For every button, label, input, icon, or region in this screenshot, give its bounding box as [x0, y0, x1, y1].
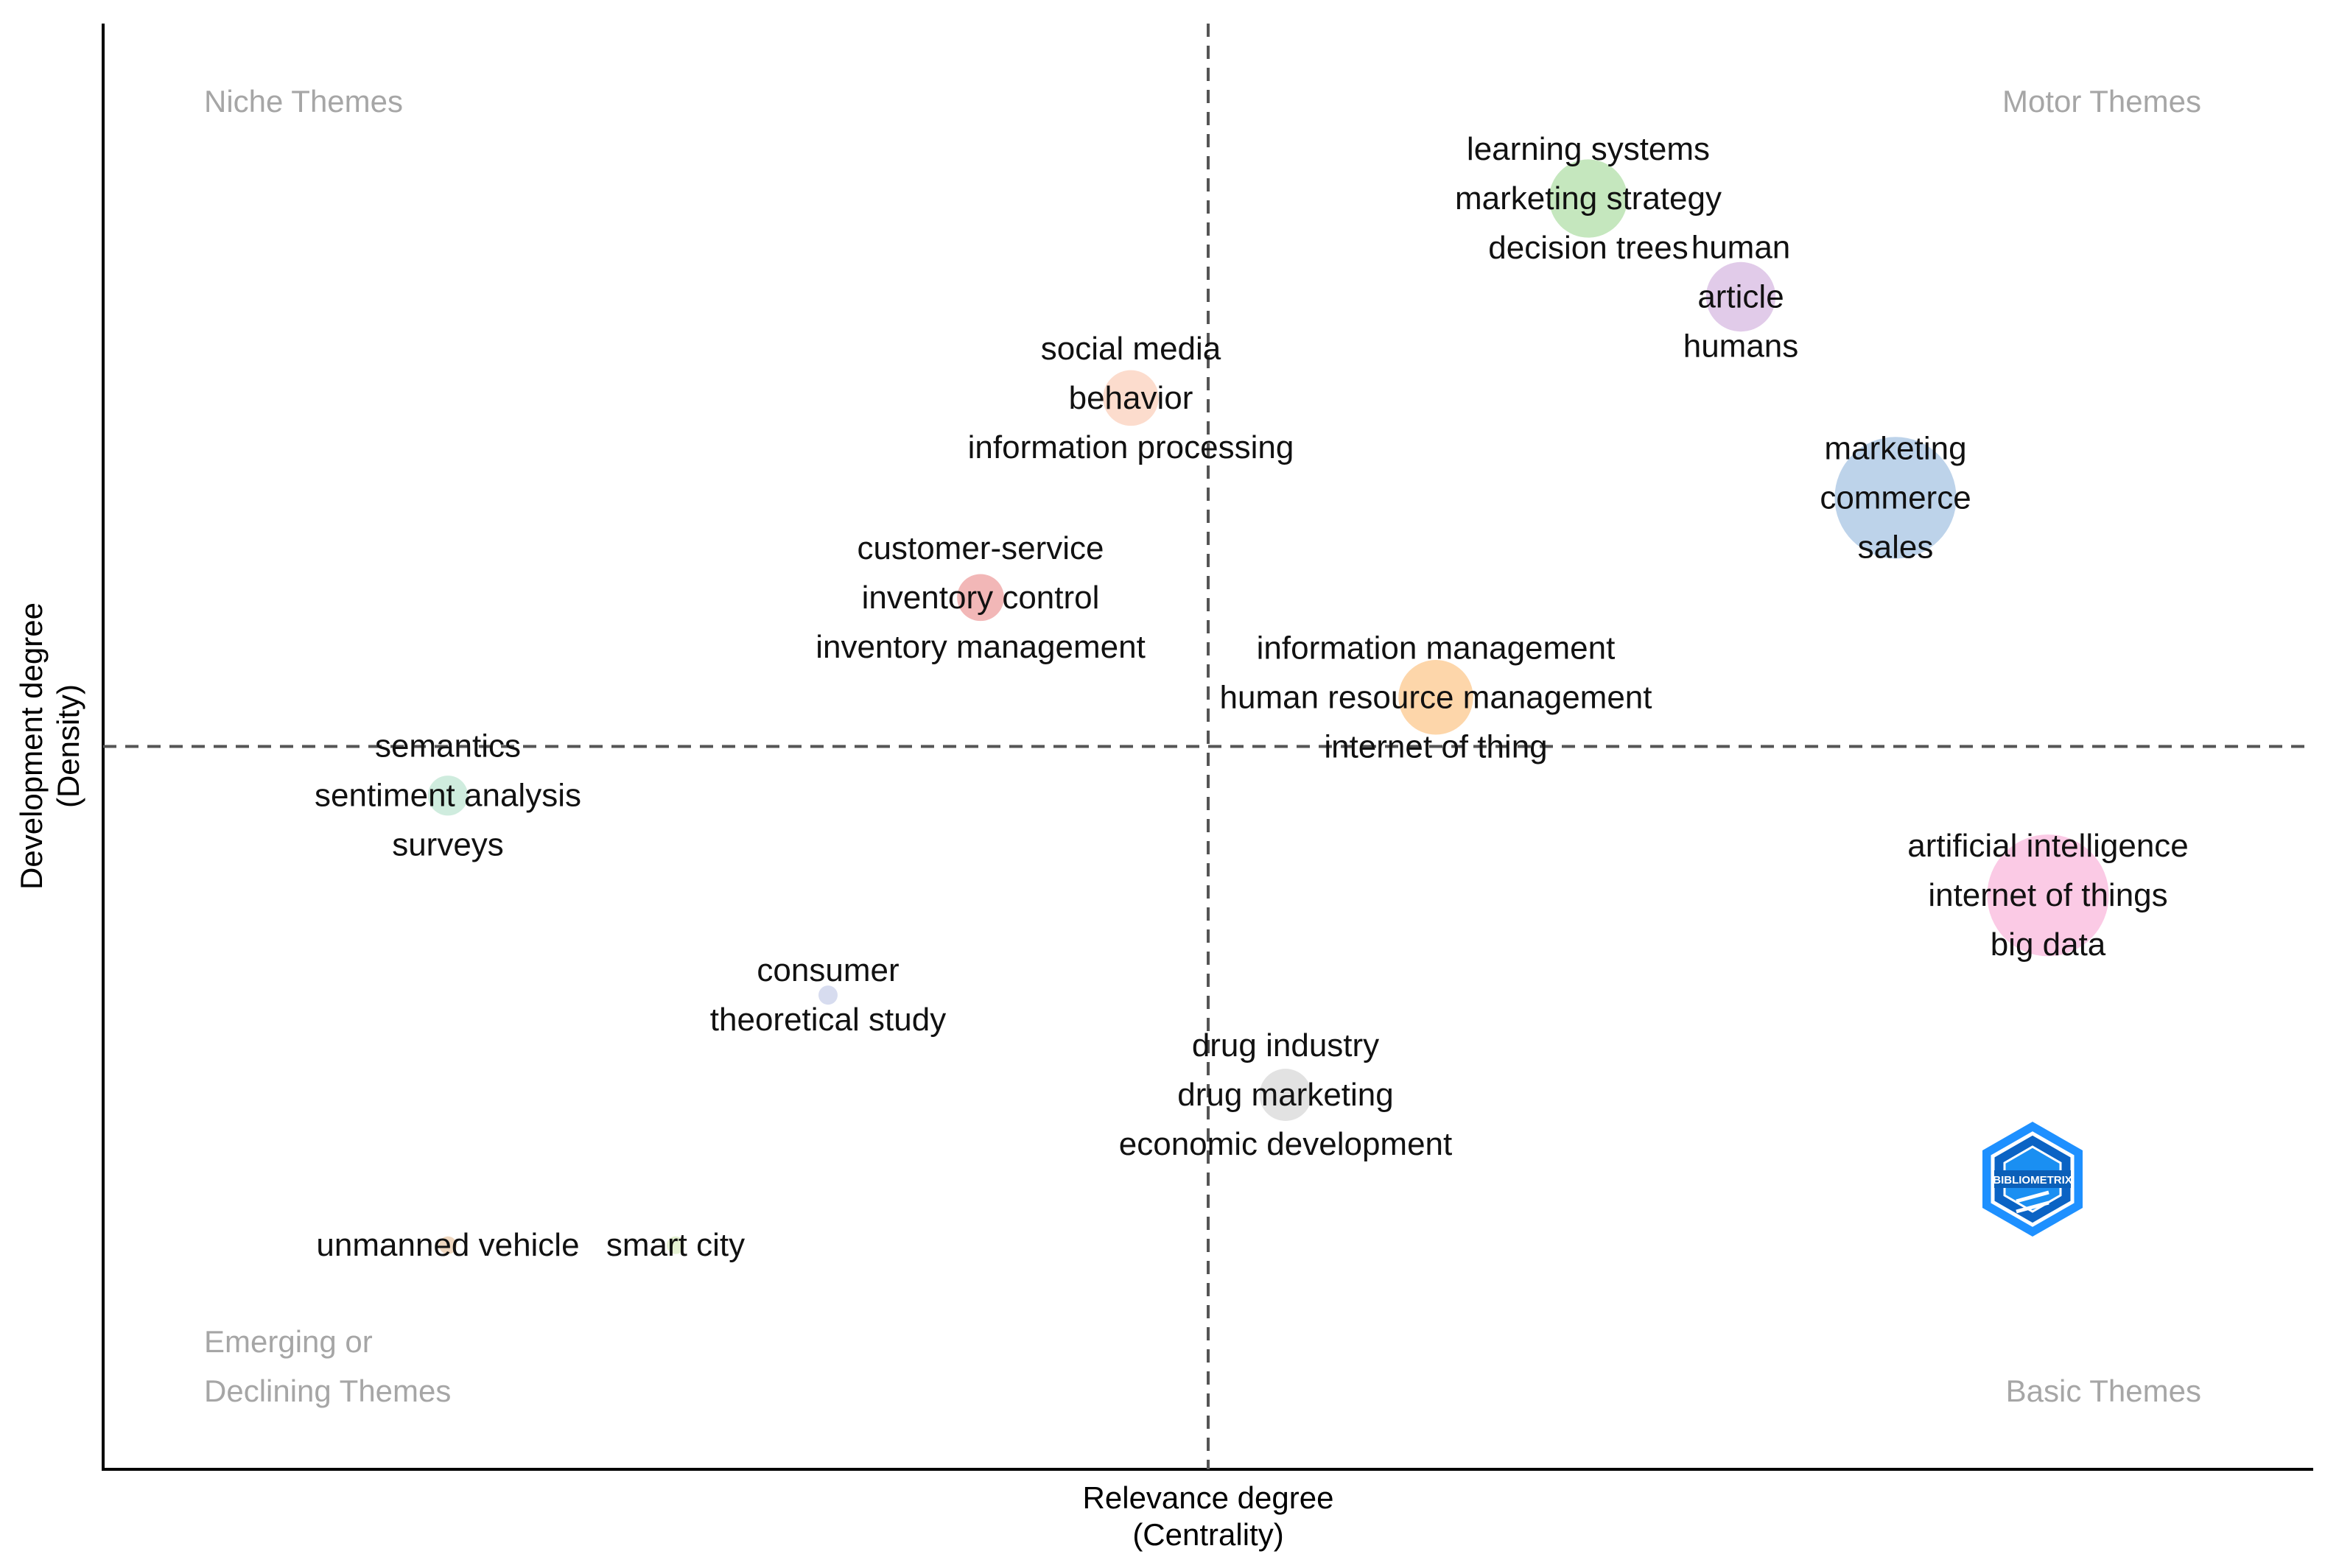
cluster-keyword-label: human resource management: [1220, 679, 1652, 715]
cluster-keyword-label: internet of thing: [1324, 728, 1547, 764]
cluster-keyword-label: economic development: [1119, 1126, 1452, 1162]
cluster-keyword-label: consumer: [757, 952, 899, 988]
cluster-bubble: [439, 1236, 457, 1254]
cluster-keyword-label: semantics: [375, 728, 521, 764]
cluster-keyword-label: inventory control: [862, 580, 1100, 616]
cluster-bubble: [957, 574, 1004, 622]
quadrant-label-niche: Niche Themes: [204, 84, 403, 119]
cluster-bubble: [1259, 1069, 1312, 1121]
cluster-bubble: [667, 1236, 684, 1254]
cluster-keyword-label: sentiment analysis: [315, 778, 581, 814]
cluster-keyword-label: behavior: [1069, 380, 1193, 416]
cluster-keyword-label: smart city: [606, 1227, 745, 1263]
cluster-keyword-label: information processing: [968, 429, 1294, 465]
axis-titles: Relevance degree (Centrality) Developmen…: [14, 602, 1333, 1552]
cluster-bubble: [1103, 370, 1159, 426]
x-axis-title-line2: (Centrality): [1132, 1517, 1283, 1552]
cluster-keyword-label: big data: [1991, 927, 2106, 963]
quadrant-label-emerging-line2: Declining Themes: [204, 1374, 451, 1408]
cluster-keyword-label: commerce: [1820, 479, 1971, 516]
cluster-labels: learning systems marketing strategy decisi…: [315, 131, 2189, 1263]
quadrant-labels: Niche Themes Motor Themes Emerging or De…: [204, 84, 2201, 1408]
quadrant-label-motor: Motor Themes: [2002, 84, 2201, 119]
cluster-keyword-label: customer-service: [858, 530, 1104, 566]
cluster-keyword-label: information management: [1257, 630, 1616, 666]
cluster-keyword-label: drug marketing: [1177, 1077, 1393, 1113]
cluster-bubble: [1705, 261, 1776, 332]
x-axis-title-line1: Relevance degree: [1083, 1480, 1334, 1515]
cluster-bubble: [427, 776, 469, 816]
y-axis-title-line1: Development degree: [14, 602, 49, 890]
cluster-keyword-label: humans: [1683, 328, 1799, 365]
cluster-bubble: [1834, 437, 1957, 559]
quadrant-label-emerging-line1: Emerging or: [204, 1324, 373, 1359]
cluster-keyword-label: theoretical study: [710, 1002, 946, 1038]
cluster-bubble: [1398, 660, 1473, 735]
cluster-keyword-label: drug industry: [1192, 1027, 1379, 1064]
cluster-keyword-label: marketing: [1824, 430, 1966, 466]
cluster-keyword-label: marketing strategy: [1455, 180, 1722, 217]
y-axis-title-line2: (Density): [51, 684, 85, 808]
cluster-keyword-label: unmanned vehicle: [316, 1227, 579, 1263]
cluster-bubble: [818, 985, 838, 1005]
cluster-keyword-label: surveys: [392, 827, 504, 863]
bibliometrix-logo: BIBLIOMETRIX: [1982, 1122, 2083, 1237]
cluster-keyword-label: social media: [1041, 331, 1221, 367]
quadrant-label-basic: Basic Themes: [2006, 1374, 2201, 1408]
cluster-keyword-label: sales: [1858, 529, 1934, 565]
cluster-bubbles: [427, 159, 2109, 1254]
cluster-keyword-label: decision trees: [1488, 230, 1688, 266]
logo-stripe: [2016, 1200, 2049, 1214]
reference-lines: [103, 24, 2313, 1469]
logo-stripe: [2016, 1190, 2049, 1203]
cluster-keyword-label: learning systems: [1467, 131, 1710, 167]
cluster-keyword-label: inventory management: [816, 629, 1146, 665]
cluster-bubble: [1549, 159, 1628, 238]
cluster-keyword-label: article: [1697, 279, 1784, 315]
logo-wordmark: BIBLIOMETRIX: [1993, 1174, 2072, 1186]
logo-banner: [1994, 1170, 2071, 1188]
cluster-keyword-label: artificial intelligence: [1907, 828, 2189, 864]
cluster-keyword-label: internet of things: [1928, 877, 2167, 913]
cluster-bubble: [1987, 834, 2109, 957]
cluster-keyword-label: human: [1691, 230, 1791, 266]
